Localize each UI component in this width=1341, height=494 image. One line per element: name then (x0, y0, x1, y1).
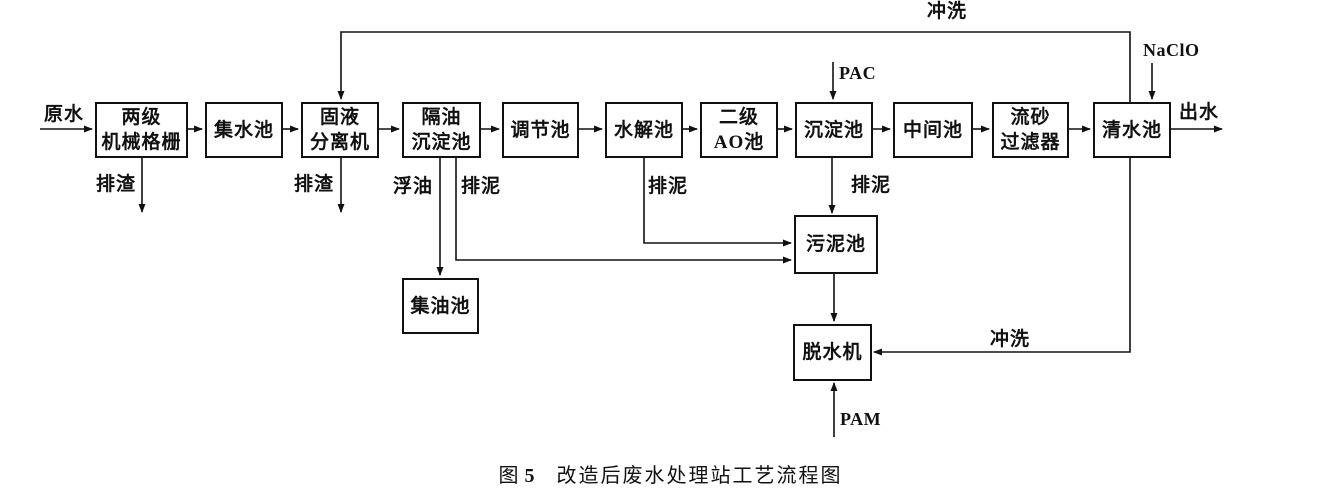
node-label: 过滤器 (1000, 132, 1061, 153)
node-label: 二级 (718, 107, 759, 128)
node-intermediate-pool: 中间池 (893, 102, 973, 158)
arrow-oilsed-sludge-to-sludgepool (455, 158, 792, 264)
node-label: 污泥池 (805, 234, 866, 255)
label-naclo: NaClO (1143, 40, 1200, 60)
node-label: 清水池 (1101, 119, 1162, 141)
node-solid-liquid-separator: 固液 分离机 (301, 102, 379, 158)
node-label: 集油池 (410, 295, 471, 317)
node-sludge-pool: 污泥池 (794, 215, 878, 274)
node-label: 调节池 (510, 119, 571, 141)
node-sand-filter: 流砂 过滤器 (992, 102, 1069, 158)
label-slag-separator: 排渣 (294, 174, 335, 195)
node-label: 沉淀池 (411, 132, 472, 153)
node-oil-separation-sedimentation: 隔油 沉淀池 (402, 102, 481, 158)
figure-caption-number: 5 (524, 465, 535, 487)
node-label: 两级 (121, 107, 162, 128)
label-slag-grate: 排渣 (96, 174, 137, 195)
node-label: 隔油 (421, 107, 462, 128)
node-label: 沉淀池 (803, 119, 864, 141)
node-collect-pool: 集水池 (205, 102, 283, 158)
arrow-hydrolysis-sludge-to-sludgepool (643, 158, 792, 247)
label-sludge-hydrolysis: 排泥 (648, 176, 689, 197)
node-label: AO池 (713, 132, 765, 153)
node-secondary-ao-pool: 二级 AO池 (700, 102, 778, 158)
node-label: 水解池 (613, 119, 674, 141)
node-label: 脱水机 (802, 342, 863, 363)
label-flush-top: 冲洗 (927, 1, 968, 22)
node-label: 机械格栅 (101, 132, 182, 153)
figure-caption-title: 改造后废水处理站工艺流程图 (556, 465, 843, 487)
label-flush-bottom: 冲洗 (990, 329, 1031, 350)
label-float-oil: 浮油 (393, 176, 434, 197)
node-label: 中间池 (902, 119, 963, 141)
node-label: 分离机 (309, 132, 370, 153)
node-clean-water-pool: 清水池 (1093, 102, 1171, 158)
label-sludge-oilsed: 排泥 (461, 176, 502, 197)
label-sludge-sedimentation: 排泥 (851, 175, 892, 196)
node-hydrolysis-pool: 水解池 (605, 102, 683, 158)
arrow-flush-to-separator (337, 31, 1131, 102)
label-pam: PAM (840, 409, 882, 429)
node-regulating-pool: 调节池 (502, 102, 579, 158)
node-dewatering-machine: 脱水机 (793, 324, 872, 381)
figure-caption-prefix: 图 (498, 465, 521, 487)
node-oil-collect-pool: 集油池 (402, 278, 479, 334)
label-pac: PAC (839, 63, 877, 83)
node-mechanical-grate: 两级 机械格栅 (95, 102, 188, 158)
arrow-flush-to-dewater (873, 158, 1131, 356)
node-sedimentation-pool: 沉淀池 (795, 102, 873, 158)
node-label: 集水池 (213, 119, 274, 141)
label-raw-water: 原水 (44, 104, 85, 125)
label-out-water: 出水 (1179, 102, 1220, 123)
node-label: 流砂 (1010, 107, 1051, 128)
node-label: 固液 (319, 107, 360, 128)
